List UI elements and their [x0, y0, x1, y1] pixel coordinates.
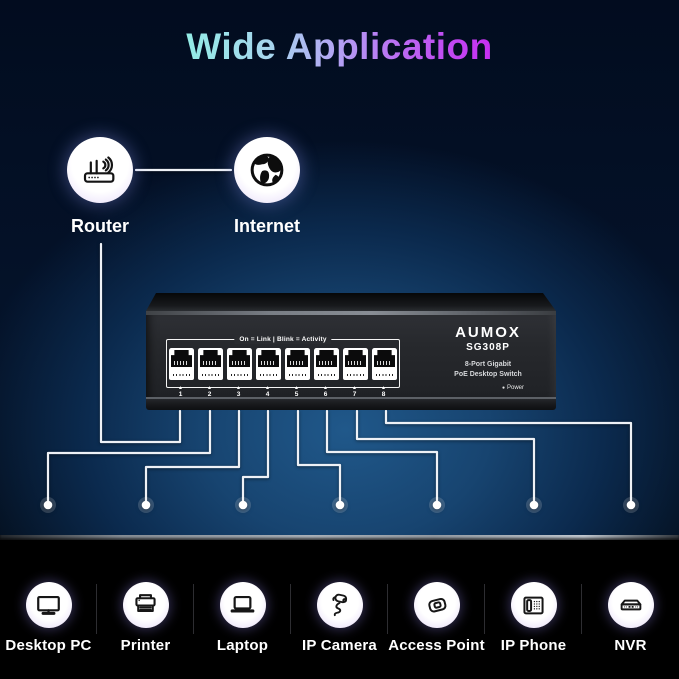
internet-label: Internet — [233, 216, 300, 236]
access-point-icon — [422, 590, 452, 620]
switch-base — [146, 397, 556, 410]
port-number: 2 — [207, 391, 212, 398]
device-label: NVR — [614, 637, 647, 654]
port-up-arrow-icon: ▲ — [207, 385, 212, 391]
port-number: 8 — [381, 391, 386, 398]
switch-branding: AUMOX SG308P 8-Port Gigabit PoE Desktop … — [428, 325, 548, 380]
cable-port3-printer — [144, 409, 241, 505]
port-up-arrow-icon: ▲ — [381, 385, 386, 391]
device-row: Desktop PC Printer Laptop — [0, 541, 679, 679]
port-up-arrow-icon: ▲ — [265, 385, 270, 391]
nvr-icon — [616, 590, 646, 620]
rj45-port — [314, 348, 339, 380]
ip-phone-icon — [519, 591, 548, 620]
device-circle — [607, 582, 654, 628]
cable-port6-access-point — [325, 409, 439, 505]
cable-port5-ip-camera — [296, 409, 342, 505]
port-up-arrow-icon: ▲ — [352, 385, 357, 391]
device-circle — [316, 582, 363, 628]
switch-bevel-edge — [146, 311, 556, 315]
device-circle — [510, 582, 557, 628]
switch-top-face — [146, 293, 556, 311]
router-label: Router — [71, 216, 129, 236]
device-label: IP Phone — [500, 637, 567, 654]
cable-port2-desktop-pc — [46, 409, 212, 505]
device-label: IP Camera — [302, 637, 377, 654]
port-number-row: ▲1 ▲2 ▲3 ▲4 ▲5 ▲6 ▲7 ▲8 — [166, 385, 398, 399]
device-access-point: Access Point — [388, 541, 485, 679]
port-up-arrow-icon: ▲ — [294, 385, 299, 391]
router-icon — [80, 150, 120, 190]
port-number: 7 — [352, 391, 357, 398]
power-led-label: ●Power — [501, 385, 524, 391]
page-title: Wide Application — [186, 26, 493, 67]
laptop-icon — [228, 591, 257, 620]
port-number: 5 — [294, 391, 299, 398]
device-nvr: NVR — [582, 541, 679, 679]
port-number: 3 — [236, 391, 241, 398]
rj45-port — [343, 348, 368, 380]
switch-tagline: 8-Port Gigabit PoE Desktop Switch — [454, 361, 522, 378]
globe-icon — [244, 147, 290, 193]
device-label: Printer — [120, 637, 171, 654]
port-panel: On = Link | Blink = Activity — [166, 335, 400, 388]
router-node — [67, 137, 133, 203]
switch-front-face: On = Link | Blink = Activity ▲1 ▲2 ▲3 ▲4 — [146, 315, 556, 399]
device-circle — [25, 582, 72, 628]
model-number: SG308P — [466, 342, 510, 353]
poe-switch-device: On = Link | Blink = Activity ▲1 ▲2 ▲3 ▲4 — [146, 293, 556, 410]
port-up-arrow-icon: ▲ — [236, 385, 241, 391]
blue-glow-background — [0, 0, 679, 541]
rj45-port — [198, 348, 223, 380]
port-up-arrow-icon: ▲ — [323, 385, 328, 391]
port-number: 1 — [178, 391, 183, 398]
port-number: 6 — [323, 391, 328, 398]
device-printer: Printer — [97, 541, 194, 679]
rj45-port-row — [169, 348, 397, 380]
rj45-port — [227, 348, 252, 380]
device-laptop: Laptop — [194, 541, 291, 679]
ip-camera-icon — [325, 591, 354, 620]
cable-router-port1 — [99, 242, 182, 444]
device-desktop-pc: Desktop PC — [0, 541, 97, 679]
rj45-port — [169, 348, 194, 380]
device-label: Desktop PC — [5, 637, 92, 654]
device-circle — [122, 582, 169, 628]
desktop-pc-icon — [34, 591, 63, 620]
ports-legend: On = Link | Blink = Activity — [234, 335, 332, 344]
rj45-port — [256, 348, 281, 380]
cable-endpoint-dots — [40, 497, 639, 513]
cable-port4-laptop — [241, 409, 270, 505]
device-label: Access Point — [388, 637, 485, 654]
device-label: Laptop — [216, 637, 269, 654]
rj45-port — [372, 348, 397, 380]
port-up-arrow-icon: ▲ — [178, 385, 183, 391]
device-circle — [413, 582, 460, 628]
brand-name: AUMOX — [455, 324, 521, 341]
cable-port8-nvr — [384, 409, 633, 505]
device-ip-camera: IP Camera — [291, 541, 388, 679]
internet-node — [234, 137, 300, 203]
cable-port7-ip-phone — [355, 409, 536, 505]
table-edge-divider — [0, 535, 679, 540]
device-circle — [219, 582, 266, 628]
power-led-icon: ● — [501, 385, 505, 391]
printer-icon — [131, 591, 160, 620]
device-ip-phone: IP Phone — [485, 541, 582, 679]
port-number: 4 — [265, 391, 270, 398]
rj45-port — [285, 348, 310, 380]
